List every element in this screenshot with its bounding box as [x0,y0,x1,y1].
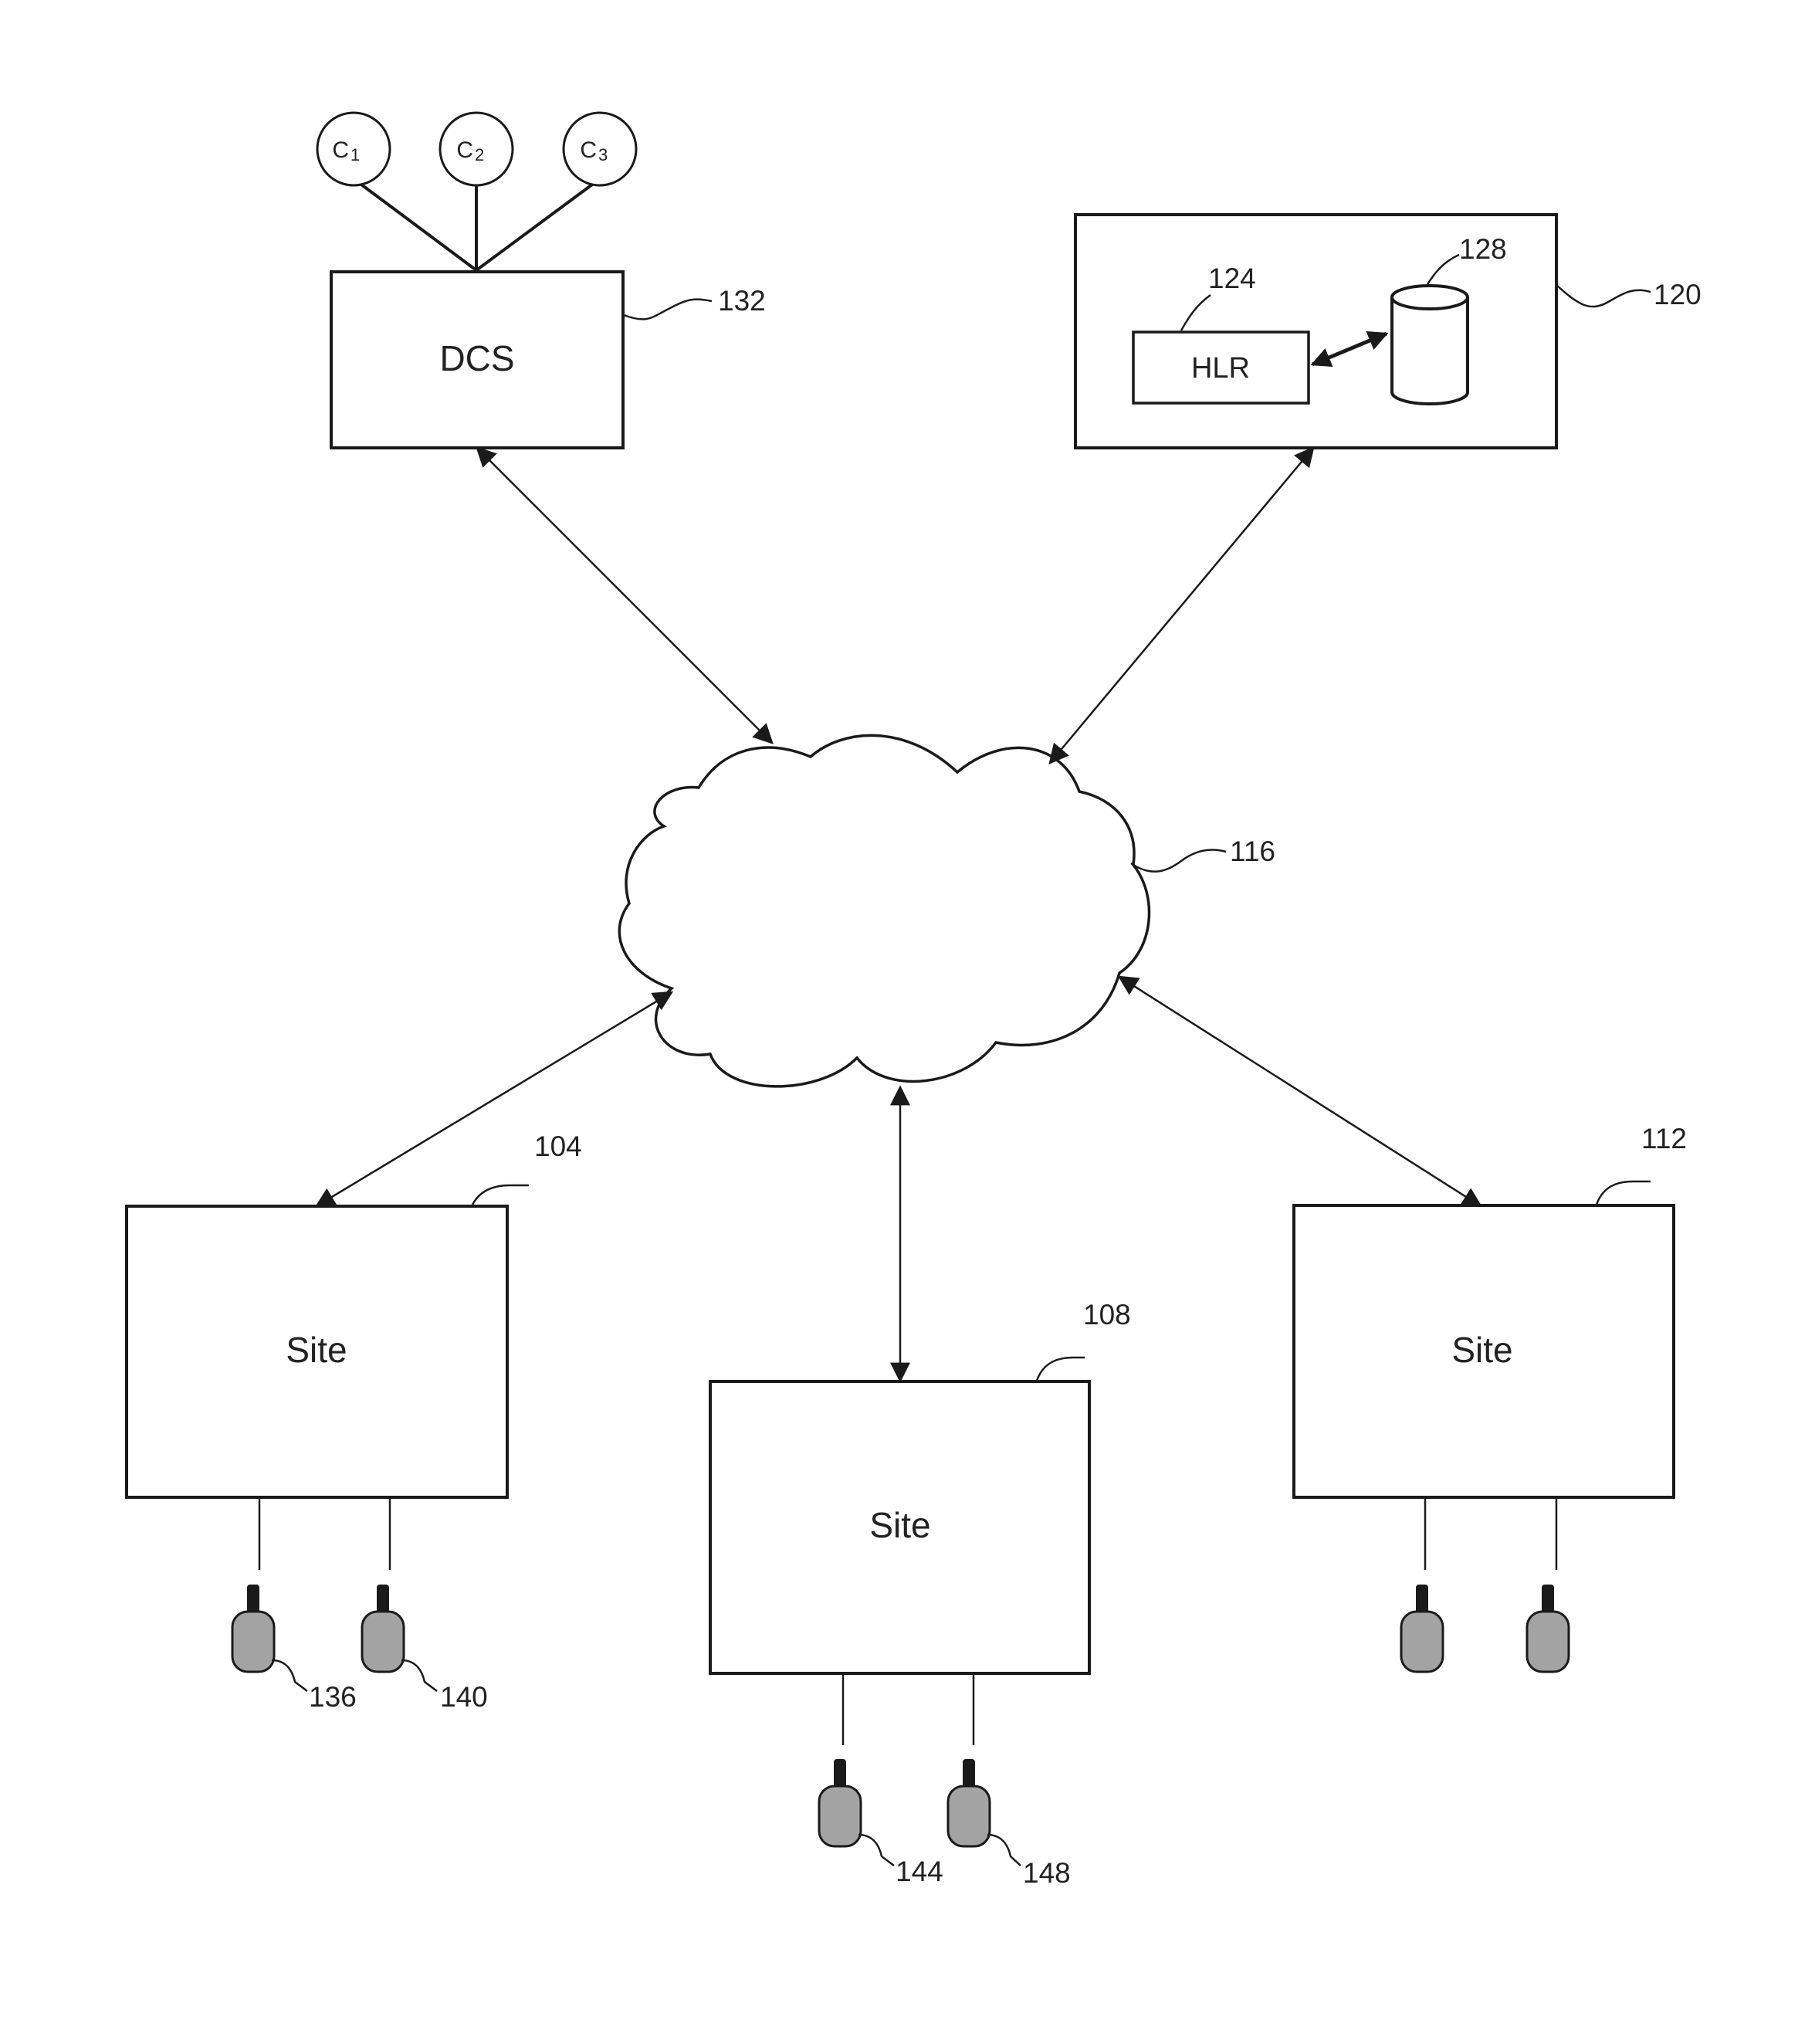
network-ref-leader [1131,850,1226,872]
hlr-system-ref: 120 [1654,279,1702,310]
console-group: C 1 C 2 C 3 [317,113,636,270]
site-112-network-link [1119,977,1481,1206]
console-3-link [476,185,592,270]
device-144-ref: 144 [896,1856,943,1887]
site-112-box: Site [1294,1205,1674,1497]
console-3-subscript: 3 [598,145,608,164]
device-136-ref: 136 [309,1681,357,1713]
network-ref: 116 [1230,836,1275,867]
radio-icon [1401,1585,1443,1672]
site-104-box: Site [127,1206,507,1497]
site-112-ref: 112 [1641,1123,1687,1154]
console-2: C 2 [440,113,513,185]
dcs-network-link [477,448,772,743]
device-148-ref-leader [987,1835,1021,1866]
site-112-label: Site [1451,1330,1512,1370]
console-1-letter: C [332,137,349,163]
console-1-link [361,185,476,270]
site-108-ref: 108 [1083,1299,1131,1330]
console-1: C 1 [317,113,390,185]
console-3-letter: C [580,137,597,163]
database-icon [1392,286,1468,404]
dcs-box: DCS [331,272,623,448]
console-3: C 3 [564,113,636,185]
site-108-label: Site [869,1505,930,1545]
console-2-letter: C [456,137,473,163]
hlr-system-ref-leader [1557,286,1651,307]
device-140-ref: 140 [440,1681,488,1713]
dcs-ref: 132 [718,285,766,317]
hlr-network-link [1050,448,1313,763]
dcs-ref-leader [624,300,712,320]
site-104-ref: 104 [534,1130,582,1162]
site-108-ref-leader [1037,1358,1085,1381]
site-108-box: Site [710,1381,1089,1673]
device-136-ref-leader [272,1660,307,1691]
network-cloud [619,735,1149,1086]
radio-icon [948,1759,990,1846]
radio-icon [362,1585,404,1672]
hlr-box: HLR [1133,332,1309,403]
hlr-ref: 124 [1208,263,1256,294]
radio-icon [232,1585,274,1672]
site-104-ref-leader [472,1185,529,1205]
site-112-ref-leader [1597,1181,1651,1205]
site-104-network-link [317,992,672,1206]
hlr-label: HLR [1191,352,1250,385]
radio-icon [1527,1585,1569,1672]
device-140-ref-leader [401,1660,437,1691]
console-2-subscript: 2 [475,145,484,164]
dcs-label: DCS [439,338,514,378]
site-104-label: Site [286,1330,347,1370]
console-1-subscript: 1 [350,145,360,164]
device-148-ref: 148 [1023,1857,1071,1889]
database-ref: 128 [1459,233,1507,265]
device-144-ref-leader [858,1835,894,1866]
radio-icon [819,1759,861,1846]
